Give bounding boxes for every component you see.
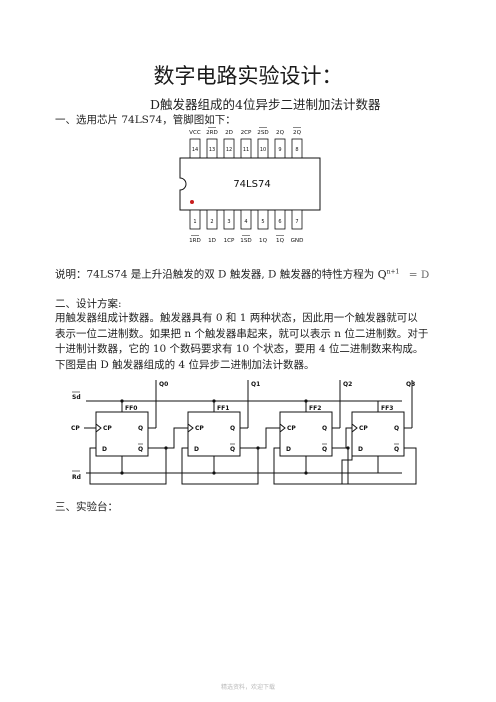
- ff3-label: FF3: [381, 405, 393, 412]
- top-pin-number: 14: [192, 147, 198, 153]
- ff2-q: Q: [322, 425, 327, 432]
- bottom-pin-label: 1CP: [224, 238, 235, 244]
- top-pin-number: 10: [260, 147, 266, 153]
- formula-equals-d: = D: [408, 268, 430, 281]
- pin1-marker-dot: [190, 200, 194, 204]
- top-pin-number: 11: [243, 147, 249, 153]
- bottom-pin-label: 1D: [208, 238, 216, 244]
- top-pin-label: VCC: [189, 130, 201, 136]
- document-title: 数字电路实验设计：: [153, 64, 343, 88]
- formula-q-next: Qn+1: [377, 267, 400, 281]
- bottom-pin-number: 6: [278, 219, 281, 225]
- paragraph-line: 用触发器组成计数器。触发器具有 0 和 1 两种状态，因此用一个触发器就可以: [55, 312, 418, 324]
- top-pin-number: 8: [295, 147, 298, 153]
- bottom-pin-number: 1: [193, 219, 196, 225]
- section-2-heading: 二、设计方案:: [55, 298, 122, 310]
- paragraph-line: 下图是由 D 触发器组成的 4 位异步二进制加法计数器。: [55, 358, 315, 371]
- top-pin-label: 2CP: [241, 130, 252, 136]
- chip-name: 74LS74: [233, 179, 270, 190]
- ff2-label: FF2: [309, 405, 321, 412]
- ff1-d: D: [194, 446, 199, 453]
- output-q1: Q1: [251, 381, 260, 388]
- counter-circuit-diagram: Sd CP Rd Q0 Q1 Q2 Q3 FF0 FF1 FF2 FF3 CP …: [71, 380, 417, 485]
- bottom-pin-label: 1Q: [259, 238, 268, 244]
- top-pin-number: 12: [226, 147, 232, 153]
- bottom-pin-number: 4: [244, 219, 247, 225]
- ff3-cp: CP: [359, 425, 368, 432]
- ff3-qbar: Q: [394, 446, 399, 453]
- top-pin-label: 2RD: [206, 130, 218, 136]
- page-footer: 精选资料，欢迎下载: [220, 684, 275, 691]
- bottom-pin-number: 2: [210, 219, 213, 225]
- label-sd: Sd: [72, 394, 81, 401]
- ff0-q: Q: [138, 425, 143, 432]
- paragraph-line: 十进制计数器，它的 10 个数码要求有 10 个状态，要用 4 位二进制数来构成…: [55, 343, 424, 355]
- section-1-heading: 一、选用芯片 74LS74，管脚图如下：: [55, 114, 236, 126]
- output-q3: Q3: [406, 381, 415, 388]
- ff1-q: Q: [230, 425, 235, 432]
- top-pin-label: 2Q: [276, 130, 285, 136]
- top-pin-number: 13: [209, 147, 215, 153]
- bottom-pin-number: 5: [261, 219, 264, 225]
- ff2-cp: CP: [287, 425, 296, 432]
- bottom-pin-label: 1RD: [189, 238, 201, 244]
- ff1-label: FF1: [217, 405, 229, 412]
- ff1-cp: CP: [195, 425, 204, 432]
- label-cp: CP: [71, 425, 80, 432]
- ff0-d: D: [102, 446, 107, 453]
- bottom-pin-label: 1Q: [276, 238, 285, 244]
- output-q0: Q0: [159, 381, 168, 388]
- ff0-label: FF0: [125, 405, 137, 412]
- bottom-pin-label: GND: [291, 238, 304, 244]
- bottom-pin-number: 3: [227, 219, 230, 225]
- section-3-heading: 三、实验台：: [55, 501, 118, 513]
- ff3-q: Q: [394, 425, 399, 432]
- bottom-pin-number: 7: [295, 219, 298, 225]
- label-rd: Rd: [72, 474, 81, 481]
- output-q2: Q2: [343, 381, 352, 388]
- note-line: 说明：74LS74 是上升沿触发的双 D 触发器, D 触发器的特性方程为 Qn…: [55, 264, 429, 283]
- bottom-pin-label: 1SD: [240, 238, 251, 244]
- ff0-qbar: Q: [138, 446, 143, 453]
- top-pin-label: 2SD: [257, 130, 268, 136]
- section-2-paragraph: 用触发器组成计数器。触发器具有 0 和 1 两种状态，因此用一个触发器就可以 表…: [55, 311, 445, 373]
- document-subtitle: D触发器组成的4位异步二进制加法计数器: [150, 97, 381, 112]
- ff3-d: D: [358, 446, 363, 453]
- ff2-d: D: [286, 446, 291, 453]
- paragraph-line: 表示一位二进制数。如果把 n 个触发器串起来，就可以表示 n 位二进制数。对于: [55, 327, 429, 340]
- note-text: 说明：74LS74 是上升沿触发的双 D 触发器, D 触发器的特性方程为: [55, 268, 375, 281]
- top-pin-number: 9: [278, 147, 281, 153]
- ff1-qbar: Q: [230, 446, 235, 453]
- ff0-cp: CP: [103, 425, 112, 432]
- top-pin-label: 2Q: [293, 130, 302, 136]
- ff2-qbar: Q: [322, 446, 327, 453]
- top-pin-label: 2D: [225, 130, 233, 136]
- chip-body: [179, 157, 321, 211]
